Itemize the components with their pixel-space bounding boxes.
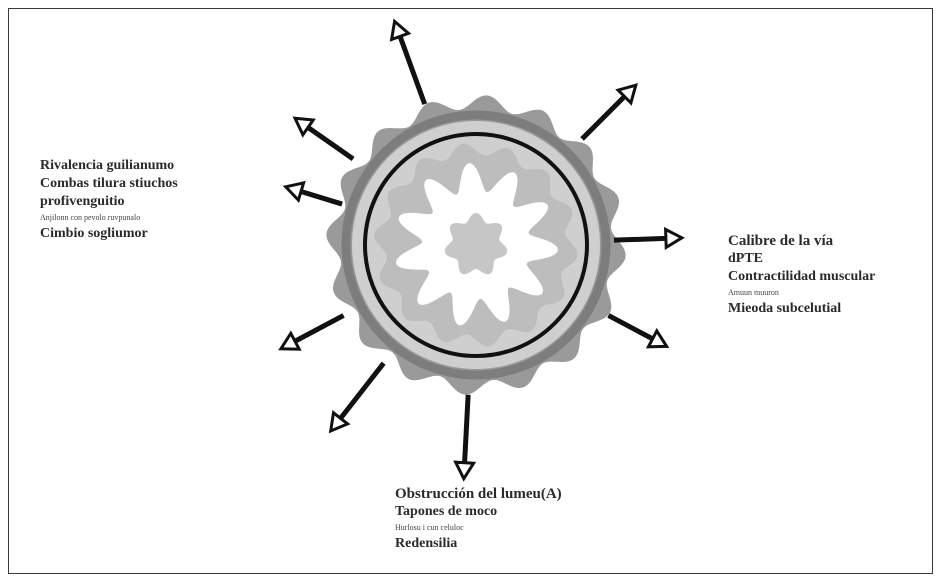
arrow-head-icon: [286, 183, 304, 200]
bottom-label-block: Obstrucción del lumeu(A) Tapones de moco…: [395, 485, 562, 553]
arrow-head-icon: [666, 229, 682, 247]
right-label-2: dPTE: [728, 250, 875, 268]
arrow-shaft: [614, 238, 666, 240]
arrow-shaft: [582, 97, 624, 139]
left-label-1: Rivalencia guilianumo: [40, 157, 178, 175]
arrow-shaft: [400, 36, 425, 104]
arrow-head-icon: [648, 331, 666, 347]
arrow-shaft: [301, 191, 342, 204]
right-label-3: Contractilidad muscular: [728, 268, 875, 286]
bottom-label-3: Hurlosu i cun celuloc: [395, 521, 562, 535]
arrow-shaft: [341, 363, 384, 418]
arrow-head-icon: [456, 462, 474, 479]
arrow-shaft: [295, 315, 344, 341]
left-label-3: profivenguitio: [40, 193, 178, 211]
left-label-5: Cimbio sogliumor: [40, 225, 178, 243]
arrow-head-icon: [281, 333, 299, 349]
bottom-label-1: Obstrucción del lumeu(A): [395, 485, 562, 503]
arrow-head-icon: [295, 118, 313, 135]
right-label-1: Calibre de la vía: [728, 232, 875, 250]
left-label-4: Anjilonn con pevolo ruvpunalo: [40, 211, 178, 225]
arrow-shaft: [608, 315, 652, 338]
right-label-4: Amuun muuron: [728, 286, 875, 300]
arrow-head-icon: [392, 21, 409, 39]
left-label-2: Combas tilura stiuchos: [40, 175, 178, 193]
arrow-shaft: [308, 127, 353, 159]
bottom-label-4: Redensilia: [395, 535, 562, 553]
bottom-label-2: Tapones de moco: [395, 503, 562, 521]
right-label-block: Calibre de la vía dPTE Contractilidad mu…: [728, 232, 875, 318]
right-label-5: Mieoda subcelutial: [728, 300, 875, 318]
arrow-shaft: [465, 395, 469, 463]
left-label-block: Rivalencia guilianumo Combas tilura stiu…: [40, 157, 178, 243]
